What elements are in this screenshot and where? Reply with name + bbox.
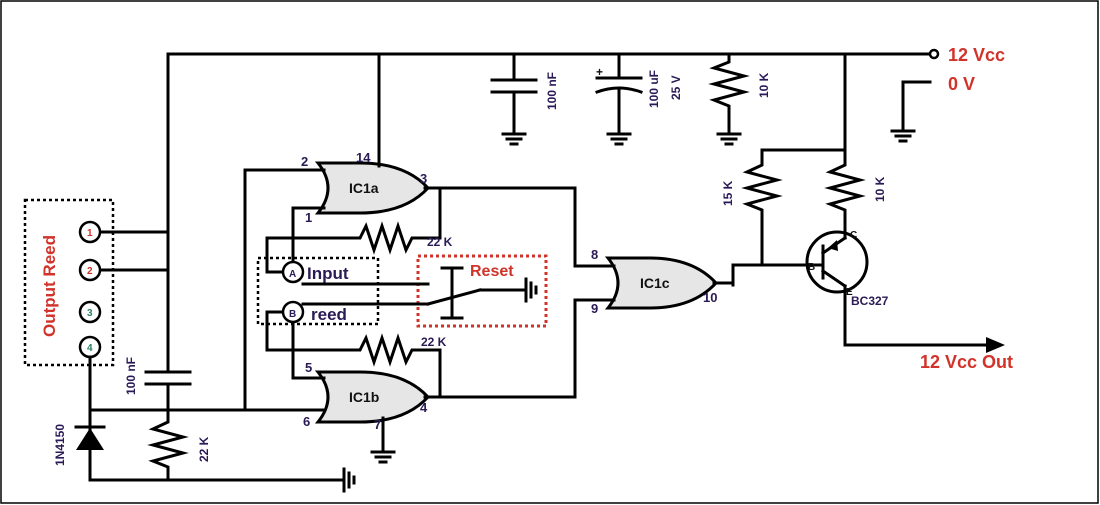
reed-label: reed [311,305,347,324]
pin-10-label: 10 [703,290,717,305]
connector-pin-3-label: 3 [87,308,93,319]
pin-6-label: 6 [303,414,310,429]
vcc-label: 12 Vcc [948,45,1005,65]
connector-pin-2-label: 2 [87,266,93,277]
vcc-terminal [928,48,940,60]
diode-1n4150 [74,425,106,450]
bottom-ground [88,467,356,493]
terminal-a-label: A [289,269,296,280]
input-a-terminal [265,236,305,284]
connector-pin-4 [78,335,102,482]
resistor-10k-top [708,52,750,146]
ic-ground-pin7 [370,416,396,464]
capacitor-100nf-left [144,370,192,412]
input-b-terminal [265,300,305,352]
gate-ic1b [314,370,431,424]
res-22k-bottom-label: 22 K [197,436,211,462]
pin-2-label: 2 [301,154,308,169]
res-15k-label: 15 K [721,180,735,206]
transistor-collector-pin: C [850,230,857,241]
cap-100uf-label: 100 uF [647,70,661,108]
connector-pin-1 [78,220,170,244]
res-22k-fb-a-label: 22 K [427,235,453,249]
resistor-22k-fb-b [291,333,442,399]
res-10k-top-label: 10 K [757,72,771,98]
pin-3-label: 3 [420,171,427,186]
pin-9-label: 9 [591,301,598,316]
transistor-base-pin: B [808,262,815,273]
pin-8-label: 8 [591,247,598,262]
capacitor-100nf-top [490,52,538,146]
cap-100nf-left-label: 100 nF [124,357,138,395]
input-label: Input [307,264,349,283]
resistor-10k-bias [824,148,866,234]
output-reed-label: Output Reed [40,235,59,337]
gate-ic1b-label: IC1b [349,389,379,405]
output-reed-box [23,198,115,367]
gate-ic1c-label: IC1c [640,275,670,291]
reset-box [416,254,548,328]
terminal-b-label: B [289,309,296,320]
resistor-22k-bottom [147,408,189,482]
cap-100nf-top-label: 100 nF [545,72,559,110]
pin-1-label: 1 [305,210,312,225]
zero-volt-label: 0 V [948,74,975,94]
reset-label: Reset [470,263,514,280]
resistor-22k-fb-a [291,186,442,255]
vcc-rail [166,48,940,60]
gate-ic1c [604,256,719,310]
pin-4-label: 4 [420,400,428,415]
transistor-emitter-pin: E [846,287,853,298]
transistor-bc327 [731,230,869,347]
pin-14-label: 14 [356,150,371,165]
reset-switch [301,266,538,320]
output-label: 12 Vcc Out [920,352,1013,372]
zero-volt-ground [890,80,932,143]
gate-ic1a-label: IC1a [349,180,379,196]
connector-pin-3 [78,300,102,324]
pin-7-label: 7 [374,417,381,432]
transistor-label: BC327 [851,294,889,308]
output-line [843,337,1005,353]
connector-pin-2 [78,258,170,282]
svg-text:+: + [596,65,603,79]
cap-100uf-voltage: 25 V [669,75,683,100]
capacitor-100uf: + [595,52,643,146]
res-22k-fb-b-label: 22 K [421,335,447,349]
diode-label: 1N4150 [53,424,67,466]
pin-5-label: 5 [305,360,312,375]
gate-ic1a [314,161,431,215]
input-reed-box [256,256,380,326]
connector-pin-1-label: 1 [87,228,93,239]
connector-pin-4-label: 4 [87,343,93,354]
resistor-15k [741,148,783,267]
res-10k-bias-label: 10 K [873,176,887,202]
